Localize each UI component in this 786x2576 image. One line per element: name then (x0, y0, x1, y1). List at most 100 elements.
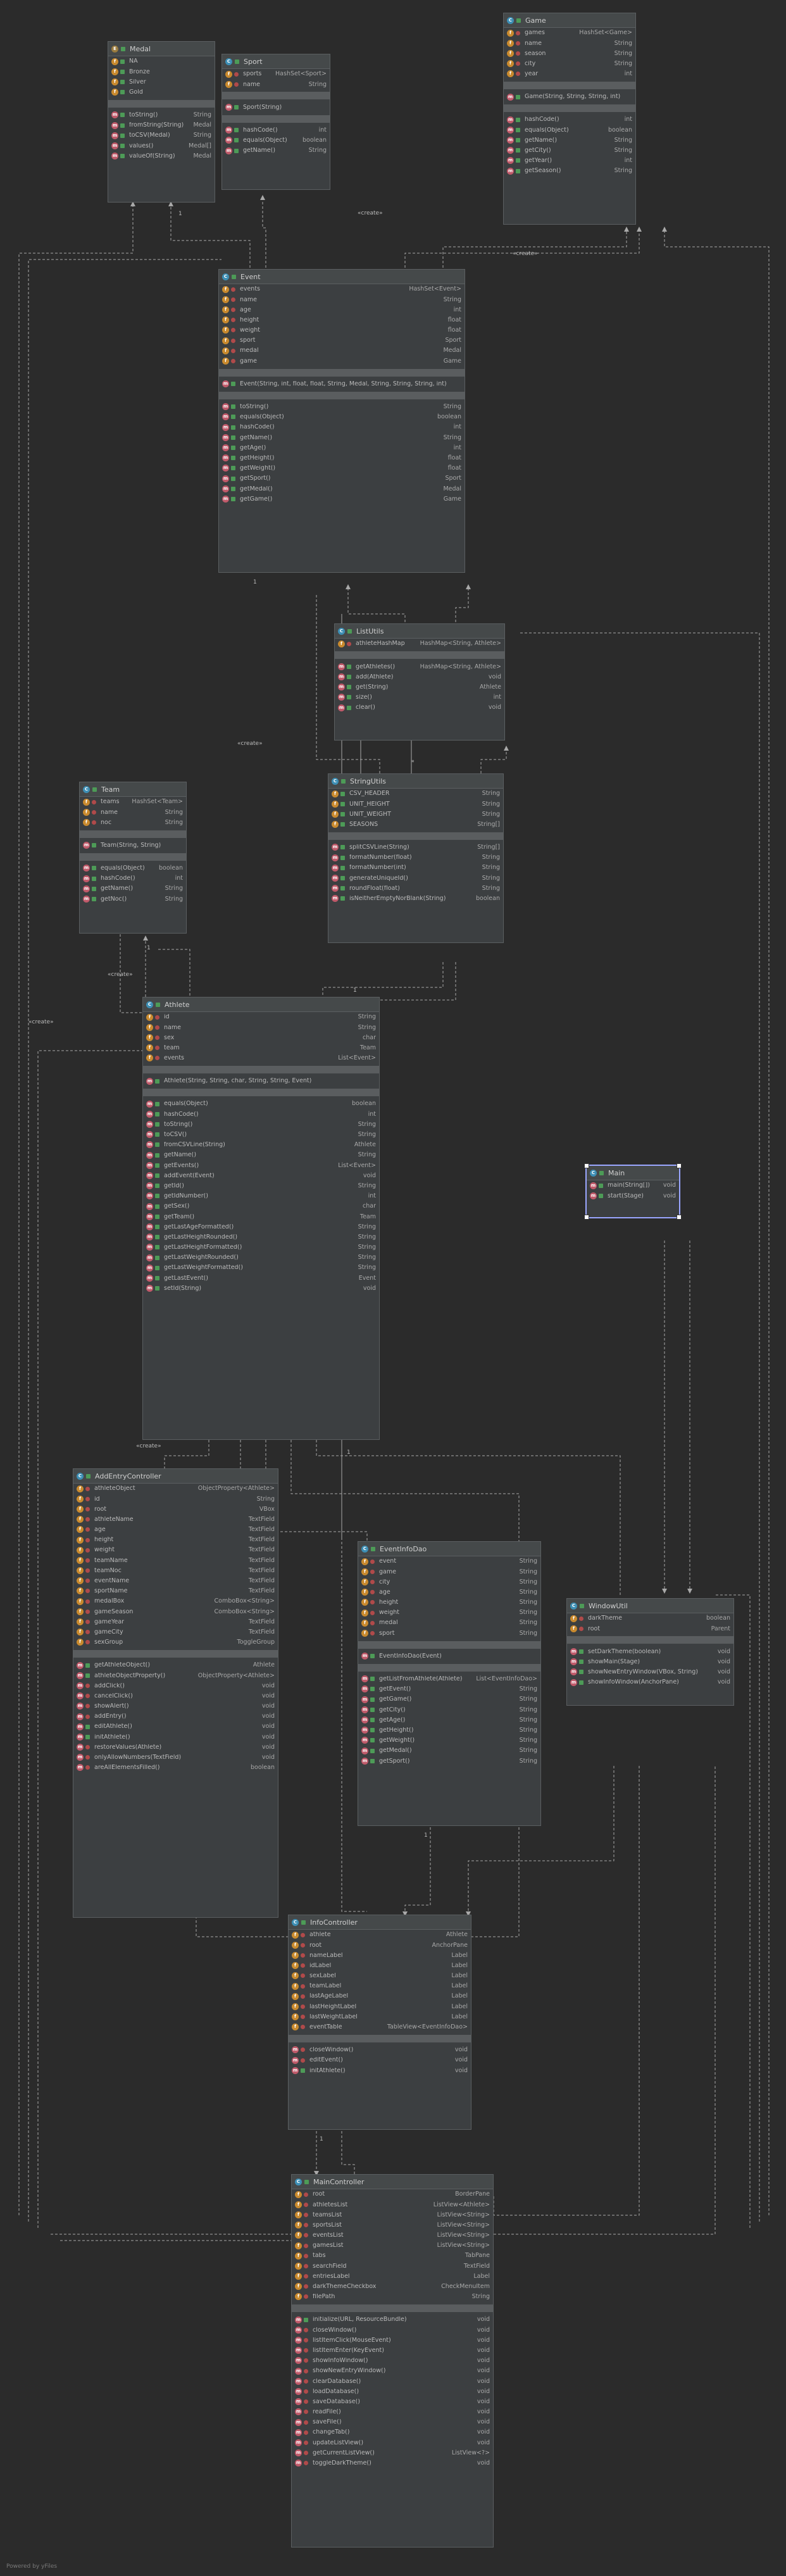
resize-handle[interactable] (677, 1163, 682, 1168)
resize-handle[interactable] (584, 1215, 589, 1220)
